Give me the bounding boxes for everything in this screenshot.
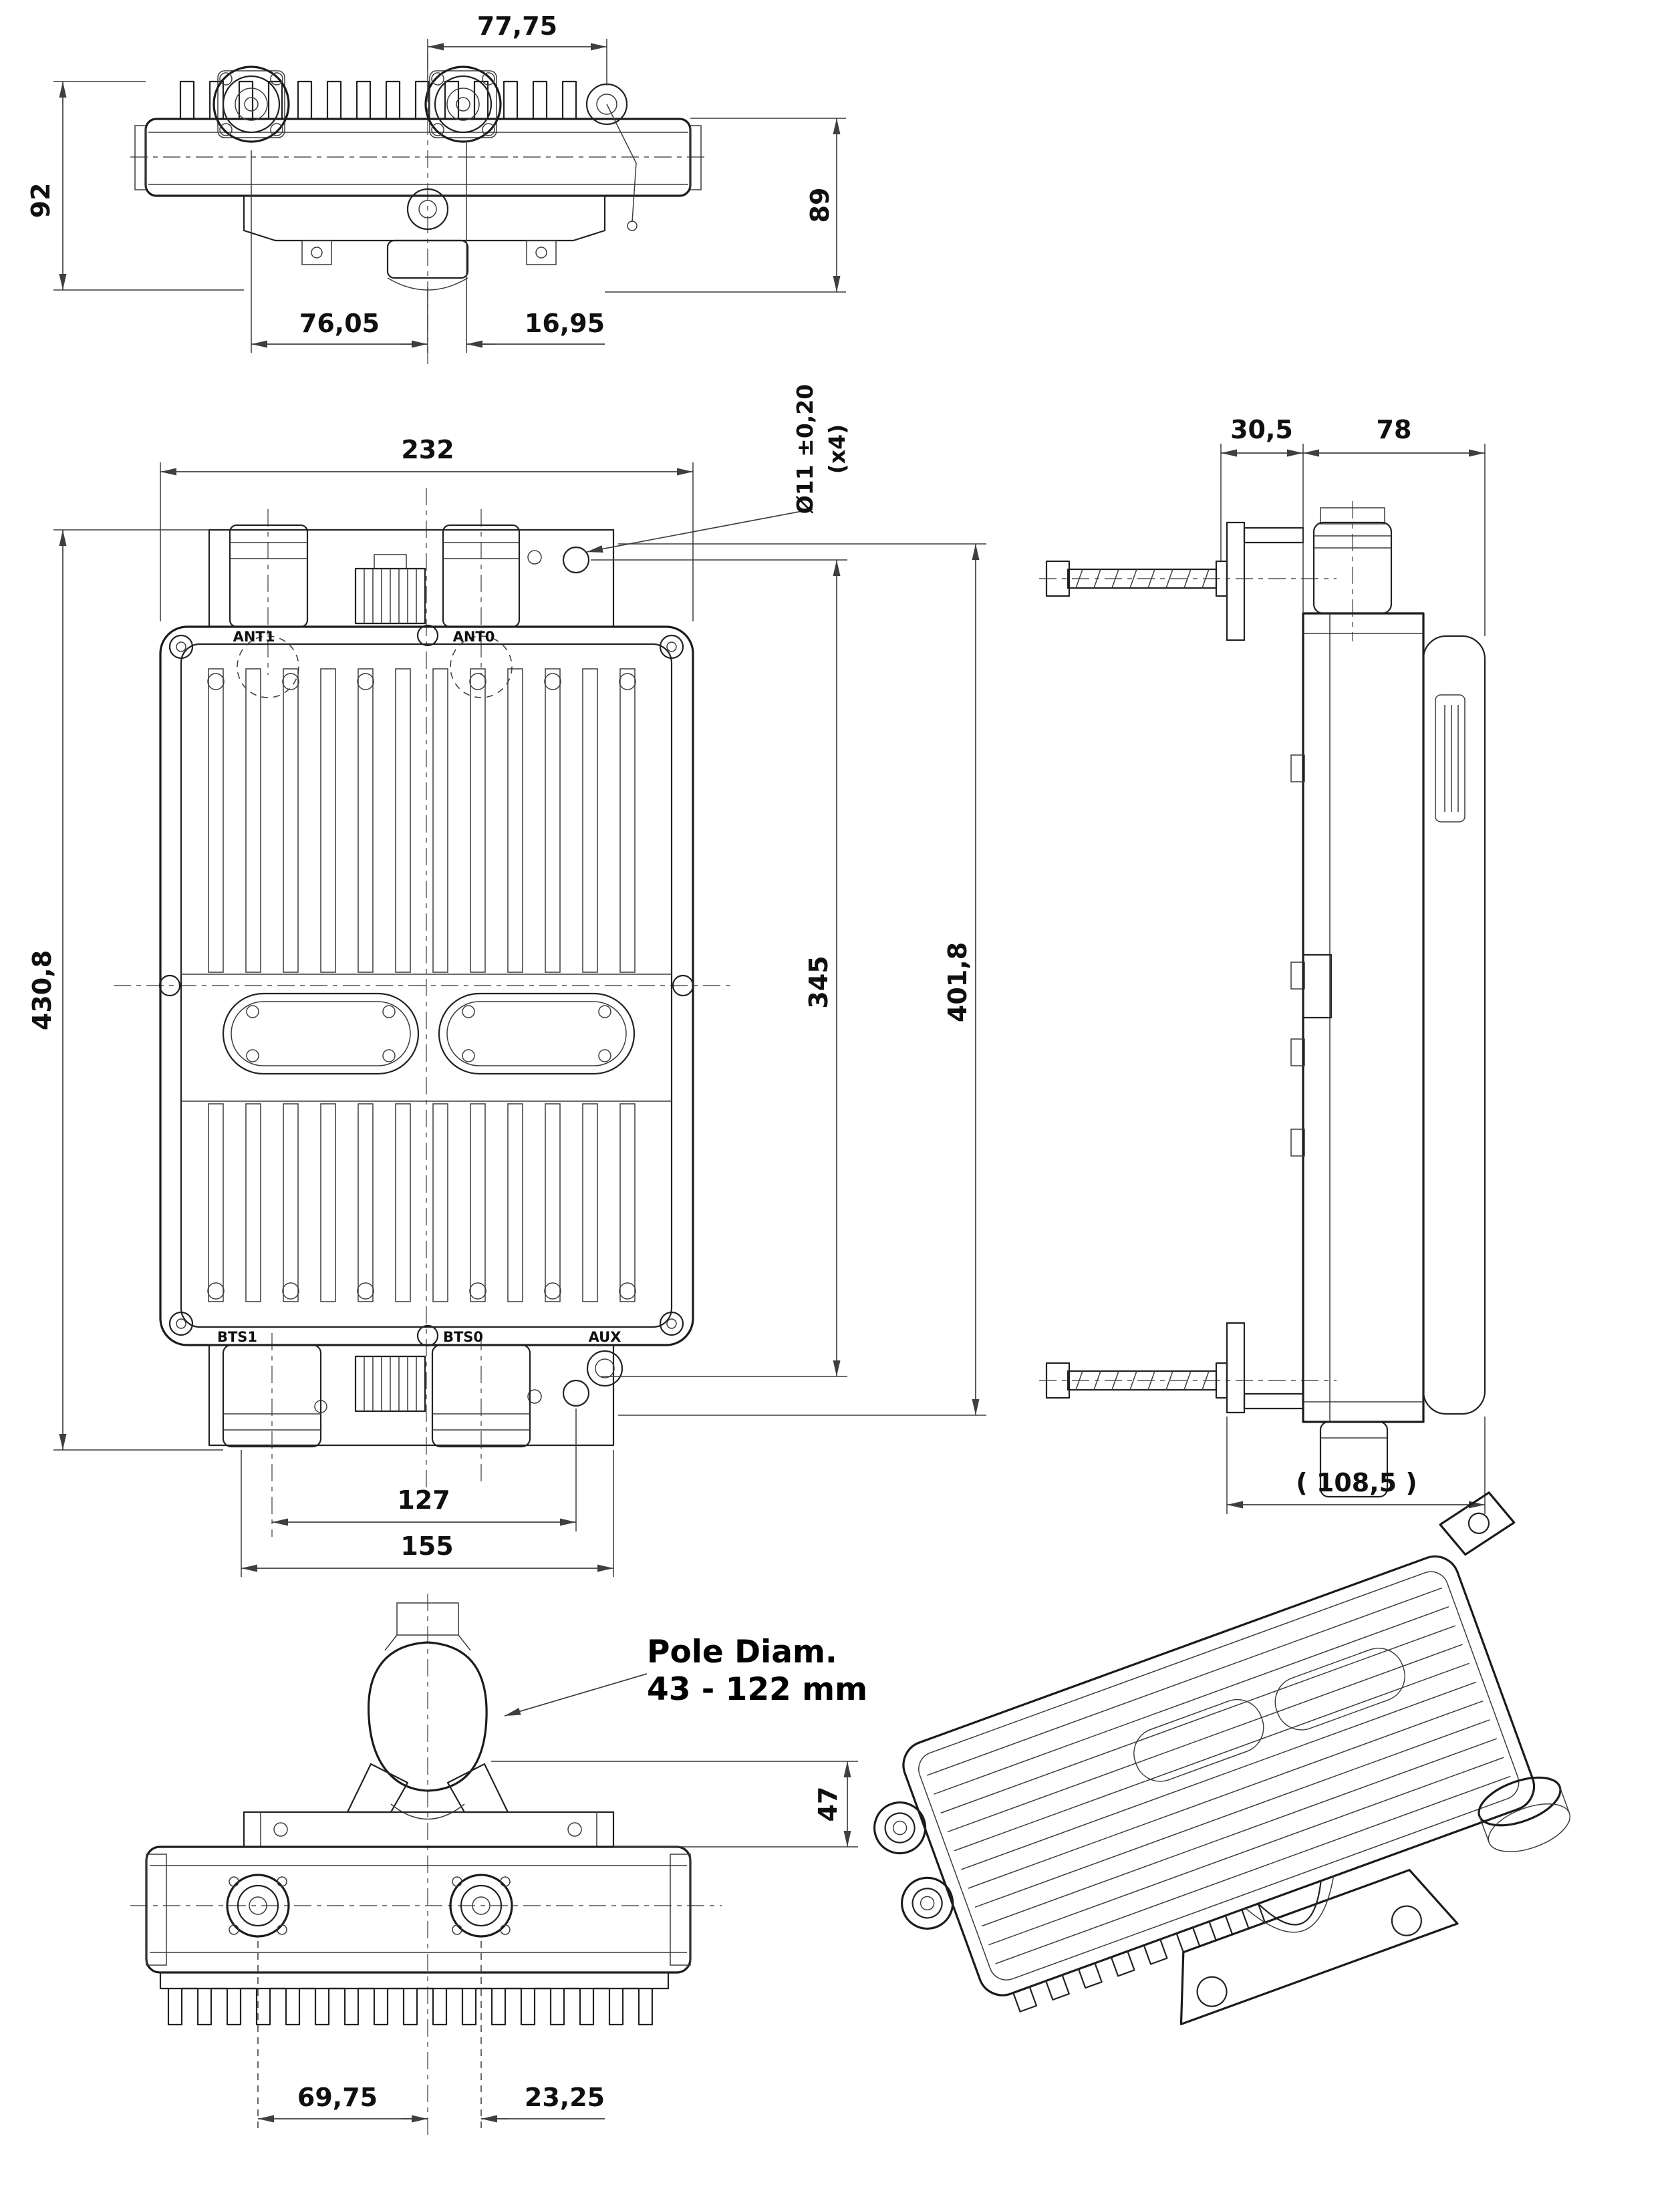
dim-bottom-right-of-center: 23,25 bbox=[525, 2083, 605, 2112]
dim-front-hole-qty: (x4) bbox=[824, 424, 850, 474]
clamp-screw-top bbox=[1045, 560, 1228, 597]
dim-top-left-of-center: 76,05 bbox=[299, 309, 380, 338]
pocket-right bbox=[438, 992, 636, 1075]
fins-upper bbox=[208, 668, 636, 973]
fins-lower bbox=[208, 1103, 636, 1302]
pocket-left bbox=[222, 992, 420, 1075]
note-pole-line1: Pole Diam. bbox=[647, 1634, 837, 1670]
port-label-bts0: BTS0 bbox=[443, 1329, 483, 1345]
port-label-aux: AUX bbox=[589, 1329, 621, 1345]
connector-bts0 bbox=[431, 1344, 531, 1448]
port-label-ant1: ANT1 bbox=[233, 629, 275, 645]
connector-aux bbox=[586, 1350, 623, 1387]
isometric-view bbox=[873, 1491, 1571, 2025]
clamp-screw-bottom bbox=[1045, 1362, 1228, 1399]
dim-front-hole-spec: Ø11 ±0,20 bbox=[792, 384, 818, 514]
iso-body bbox=[873, 1555, 1536, 2013]
dim-top-right-of-center: 16,95 bbox=[525, 309, 605, 338]
connector-ant1 bbox=[229, 524, 309, 628]
side-top-connector bbox=[1312, 521, 1393, 615]
bottom-view: Pole Diam. 43 - 122 mm 47 69,75 23,25 bbox=[130, 1594, 867, 2135]
bottom-view-body bbox=[130, 1594, 722, 2135]
top-view-body bbox=[130, 52, 708, 364]
dim-front-width: 232 bbox=[401, 435, 454, 464]
dim-bottom-clamp-height: 47 bbox=[813, 1787, 843, 1822]
label-sticker bbox=[1435, 694, 1465, 823]
dim-side-bracket-depth: 30,5 bbox=[1230, 415, 1293, 444]
port-label-bts1: BTS1 bbox=[217, 1329, 257, 1345]
bracket-bottom bbox=[1226, 1322, 1246, 1414]
bracket-top bbox=[1226, 521, 1246, 641]
front-view-dimensions: 232 430,8 Ø11 ±0,20 (x4) 345 401,8 127 bbox=[27, 384, 986, 1577]
dim-bottom-left-of-center: 69,75 bbox=[297, 2083, 378, 2112]
fin-bolts bbox=[207, 673, 636, 1300]
bottom-view-dimensions: Pole Diam. 43 - 122 mm 47 69,75 23,25 bbox=[257, 1634, 867, 2128]
top-view: 77,75 92 89 76,05 16,95 bbox=[26, 11, 846, 364]
side-view-dimensions: 30,5 78 ( 108,5 ) bbox=[1220, 415, 1486, 1514]
mount-hole bbox=[562, 546, 590, 574]
note-pole-line2: 43 - 122 mm bbox=[647, 1671, 867, 1708]
dim-top-offset: 77,75 bbox=[477, 11, 557, 41]
front-view-body: ANT1 ANT0 BTS1 BTS0 AUX bbox=[114, 488, 735, 1537]
dim-front-conn-span: 155 bbox=[400, 1531, 453, 1561]
dim-front-hole-pitch: 345 bbox=[804, 956, 833, 1008]
dim-front-height: 430,8 bbox=[27, 950, 57, 1030]
side-bottom-connector bbox=[1319, 1421, 1389, 1498]
iso-mount bbox=[1179, 1491, 1571, 2025]
side-view: 30,5 78 ( 108,5 ) bbox=[1039, 415, 1486, 1514]
dim-top-height-left: 92 bbox=[26, 183, 55, 218]
dim-side-overall-depth: ( 108,5 ) bbox=[1296, 1468, 1417, 1497]
port-label-ant0: ANT0 bbox=[453, 629, 495, 645]
dim-front-conn-pitch: 127 bbox=[397, 1485, 450, 1515]
front-view: ANT1 ANT0 BTS1 BTS0 AUX 232 430,8 Ø11 ±0… bbox=[27, 384, 986, 1577]
connector-bts1 bbox=[222, 1344, 322, 1448]
dim-front-mount-height: 401,8 bbox=[943, 942, 972, 1022]
side-view-body bbox=[1039, 501, 1486, 1498]
dim-top-height-right: 89 bbox=[805, 188, 835, 223]
top-view-dimensions: 77,75 92 89 76,05 16,95 bbox=[26, 11, 846, 353]
dim-side-body-depth: 78 bbox=[1377, 415, 1412, 444]
pole-outline bbox=[367, 1641, 488, 1792]
